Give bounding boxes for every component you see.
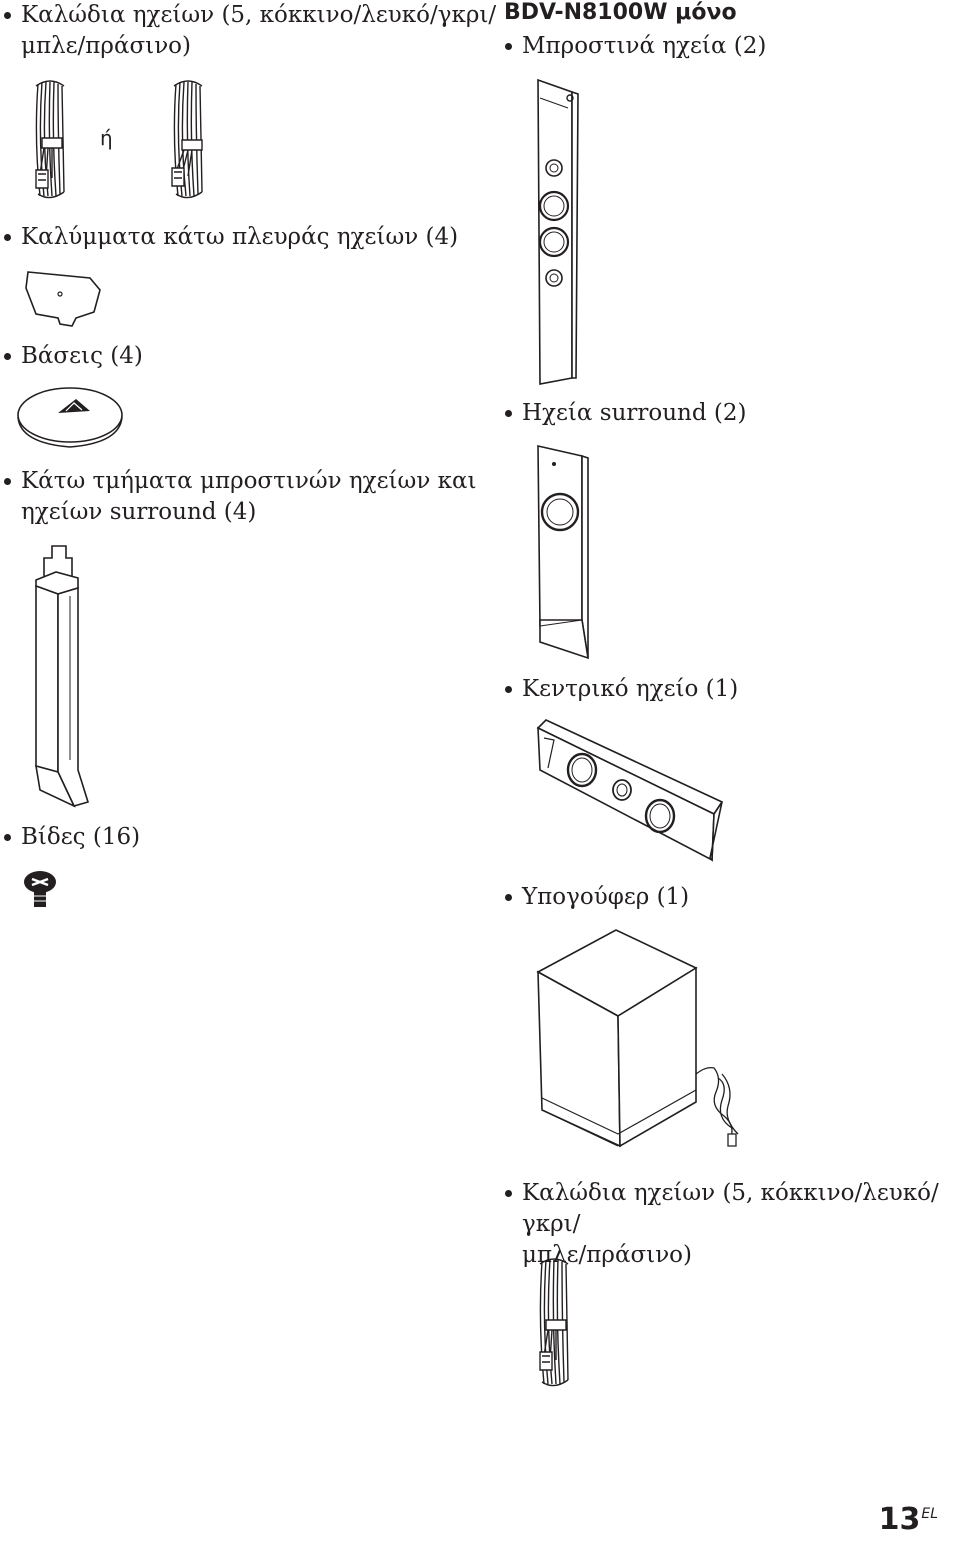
or-label: ή — [100, 126, 113, 150]
screw-image — [24, 871, 56, 907]
bottom-cover-image — [22, 268, 102, 326]
subwoofer-image — [534, 928, 750, 1150]
center-speaker-image — [534, 718, 726, 860]
item-front-speakers: Μπροστινά ηχεία (2) — [505, 31, 766, 62]
item-label: Υπογούφερ (1) — [522, 884, 690, 910]
bullet — [4, 353, 11, 360]
bullet — [505, 894, 512, 901]
bullet — [505, 43, 512, 50]
item-label: Κάτω τμήματα μπροστινών ηχείων και — [21, 468, 477, 494]
base-image — [16, 385, 124, 451]
item-label: Καλώδια ηχείων (5, κόκκινο/λευκό/γκρι/ — [21, 2, 497, 28]
item-speaker-cables-left: Καλώδια ηχείων (5, κόκκινο/λευκό/γκρι/ μ… — [4, 0, 496, 62]
item-speaker-cables-right: Καλώδια ηχείων (5, κόκκινο/λευκό/γκρι/ μ… — [505, 1178, 960, 1271]
item-surround-speakers: Ηχεία surround (2) — [505, 398, 746, 429]
bullet — [505, 686, 512, 693]
speaker-cable-coil-image — [30, 78, 74, 200]
item-label: Κεντρικό ηχείο (1) — [522, 676, 739, 702]
bullet — [505, 410, 512, 417]
item-label: Μπροστινά ηχεία (2) — [522, 33, 767, 59]
speaker-lower-part-image — [30, 544, 92, 806]
bullet — [4, 834, 11, 841]
speaker-cable-coil-image-right — [534, 1256, 578, 1388]
bullet — [505, 1190, 512, 1197]
model-heading: BDV-N8100W μόνο — [504, 0, 737, 25]
page-lang-code: EL — [921, 1506, 938, 1522]
item-label-cont: μπλε/πράσινο) — [21, 33, 191, 59]
item-bottom-covers: Καλύμματα κάτω πλευράς ηχείων (4) — [4, 222, 458, 253]
bullet — [4, 12, 11, 19]
item-label: Καλώδια ηχείων (5, κόκκινο/λευκό/γκρι/ — [522, 1180, 939, 1237]
speaker-cable-coil-image-alt — [168, 78, 212, 200]
item-subwoofer: Υπογούφερ (1) — [505, 882, 689, 913]
item-lower-parts: Κάτω τμήματα μπροστινών ηχείων και ηχείω… — [4, 466, 477, 528]
item-screws: Βίδες (16) — [4, 822, 140, 853]
bullet — [4, 478, 11, 485]
page-number-value: 13 — [878, 1502, 921, 1537]
front-speaker-image — [532, 78, 584, 388]
bullet — [4, 234, 11, 241]
item-bases: Βάσεις (4) — [4, 341, 143, 372]
item-label: Καλύμματα κάτω πλευράς ηχείων (4) — [21, 224, 459, 250]
page-number: 13EL — [879, 1502, 938, 1537]
item-label: Βίδες (16) — [21, 824, 141, 850]
item-center-speaker: Κεντρικό ηχείο (1) — [505, 674, 738, 705]
item-label: Ηχεία surround (2) — [522, 400, 747, 426]
item-label: Βάσεις (4) — [21, 343, 143, 369]
surround-speaker-image — [532, 444, 592, 660]
item-label-cont: ηχείων surround (4) — [21, 499, 257, 525]
